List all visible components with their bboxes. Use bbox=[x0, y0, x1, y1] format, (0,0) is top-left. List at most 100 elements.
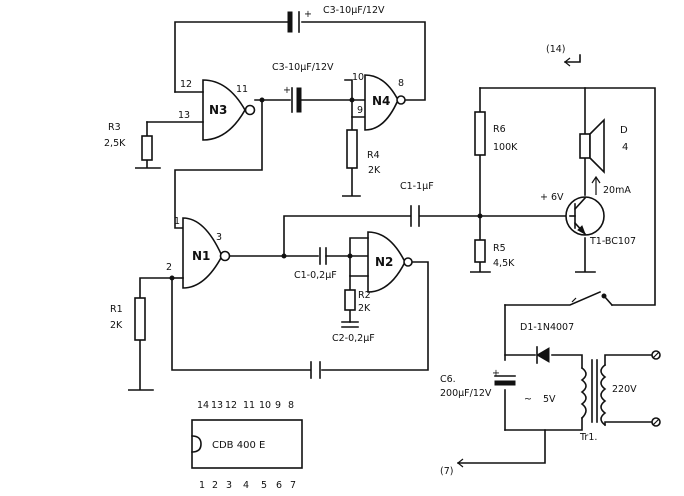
gate-n2: N2 bbox=[367, 231, 413, 293]
n4-pin-out: 8 bbox=[398, 78, 404, 89]
chip-pin-10: 10 bbox=[259, 400, 271, 411]
r5-value: 4,5K bbox=[493, 258, 515, 269]
wire-mains: 220V bbox=[604, 350, 661, 427]
current-arrow: 20mA bbox=[591, 175, 631, 196]
pin14-label: (14) bbox=[546, 44, 566, 55]
resistor-r4: R4 2K bbox=[346, 129, 381, 176]
r4-value: 2K bbox=[368, 165, 381, 176]
speaker-name: D bbox=[620, 125, 628, 136]
wire-psu: (7) bbox=[440, 304, 583, 477]
transistor-t1: + 6V T1-BC107 bbox=[540, 192, 636, 247]
resistor-r5: R5 4,5K bbox=[474, 239, 515, 269]
c3-mid-label: C3-10µF/12V bbox=[272, 62, 334, 73]
n3-pin-a: 12 bbox=[180, 79, 192, 90]
chip-cdb400e: CDB 400 E 14 13 12 11 10 9 8 1 2 3 4 5 6… bbox=[191, 400, 303, 491]
chip-pin-7: 7 bbox=[290, 480, 296, 491]
capacitor-c-bottom bbox=[310, 361, 321, 379]
r6-name: R6 bbox=[493, 124, 506, 135]
chip-pin-8: 8 bbox=[288, 400, 294, 411]
wire-top-feedback bbox=[174, 21, 426, 101]
c6-value: 200µF/12V bbox=[440, 388, 492, 399]
chip-pin-12: 12 bbox=[225, 400, 237, 411]
transformer-tr1: Tr1. bbox=[579, 359, 607, 443]
chip-pin-9: 9 bbox=[275, 400, 281, 411]
n4-pin-a: 10 bbox=[352, 72, 364, 83]
n4-pin-b: 9 bbox=[357, 105, 363, 116]
r2-value: 2K bbox=[358, 303, 371, 314]
r5-name: R5 bbox=[493, 243, 506, 254]
resistor-r3: R3 2,5K bbox=[104, 122, 153, 161]
r1-name: R1 bbox=[110, 304, 123, 315]
n2-label: N2 bbox=[375, 255, 393, 269]
n1-pin-out: 3 bbox=[216, 232, 222, 243]
current-label: 20mA bbox=[603, 185, 631, 196]
chip-pin-2: 2 bbox=[212, 480, 218, 491]
c3-top-label: C3-10µF/12V bbox=[323, 5, 385, 16]
r4-name: R4 bbox=[367, 150, 380, 161]
n1-pin-b: 2 bbox=[166, 262, 172, 273]
capacitor-c3-top: + C3-10µF/12V bbox=[287, 5, 385, 33]
c6-plus: + bbox=[492, 368, 500, 379]
resistor-r1: R1 2K bbox=[110, 297, 146, 341]
wire-n1-output bbox=[229, 215, 481, 259]
gate-n1: N1 1 2 3 bbox=[166, 216, 231, 289]
chip-pin-5: 5 bbox=[261, 480, 267, 491]
gate-n4: N4 10 9 8 bbox=[352, 72, 406, 131]
transistor-label: T1-BC107 bbox=[589, 236, 636, 247]
transformer-label: Tr1. bbox=[579, 432, 597, 443]
gate-n3: N3 12 13 11 bbox=[178, 79, 256, 141]
tilde-symbol: ~ bbox=[524, 394, 532, 405]
switch bbox=[504, 290, 614, 307]
r2-name: R2 bbox=[358, 290, 371, 301]
chip-name: CDB 400 E bbox=[212, 440, 265, 451]
plus6v-label: + 6V bbox=[540, 192, 564, 203]
n1-label: N1 bbox=[192, 249, 210, 263]
pin14-arrow: (14) bbox=[546, 44, 581, 67]
r3-value: 2,5K bbox=[104, 138, 126, 149]
chip-pin-1: 1 bbox=[199, 480, 205, 491]
r3-name: R3 bbox=[108, 122, 121, 133]
capacitor-c1: C1-1µF bbox=[400, 181, 434, 227]
chip-pin-14: 14 bbox=[197, 400, 209, 411]
chip-pin-13: 13 bbox=[211, 400, 223, 411]
n3-label: N3 bbox=[209, 103, 227, 117]
chip-pin-11: 11 bbox=[243, 400, 255, 411]
r6-value: 100K bbox=[493, 142, 518, 153]
diode-label: D1-1N4007 bbox=[520, 322, 574, 333]
capacitor-c1-small: C1-0,2µF bbox=[294, 247, 337, 281]
c3-top-plus: + bbox=[304, 9, 312, 20]
r1-value: 2K bbox=[110, 320, 123, 331]
dc-voltage-label: 5V bbox=[543, 394, 556, 405]
ac-voltage-label: 220V bbox=[612, 384, 637, 395]
chip-pin-3: 3 bbox=[226, 480, 232, 491]
capacitor-c3-mid: + C3-10µF/12V bbox=[272, 62, 334, 113]
chip-top-pins: 14 13 12 11 10 9 8 bbox=[197, 400, 294, 411]
resistor-r2: R2 2K bbox=[344, 289, 371, 314]
diode-d1: D1-1N4007 bbox=[520, 322, 574, 364]
wire-c3-to-n4 bbox=[300, 79, 366, 197]
chip-bottom-pins: 1 2 3 4 5 6 7 bbox=[199, 480, 296, 491]
resistor-r6: R6 100K bbox=[474, 111, 518, 156]
c2-label: C2-0,2µF bbox=[332, 333, 375, 344]
capacitor-c6: + C6. 200µF/12V bbox=[440, 368, 516, 399]
wire-supply-rail bbox=[470, 87, 656, 306]
c3-mid-plus: + bbox=[283, 85, 291, 96]
c6-name: C6. bbox=[440, 374, 456, 385]
pin7-label: (7) bbox=[440, 466, 453, 477]
n3-pin-b: 13 bbox=[178, 110, 190, 121]
wire-n2-inputs bbox=[347, 237, 369, 323]
c1-label: C1-1µF bbox=[400, 181, 434, 192]
speaker-value: 4 bbox=[622, 142, 628, 153]
wire-n1-input2 bbox=[128, 261, 429, 391]
chip-pin-4: 4 bbox=[243, 480, 249, 491]
n3-pin-out: 11 bbox=[236, 84, 248, 95]
c1-small-label: C1-0,2µF bbox=[294, 270, 337, 281]
capacitor-c2: C2-0,2µF bbox=[332, 321, 375, 344]
wire-n3-inputs bbox=[135, 91, 204, 169]
n4-label: N4 bbox=[372, 94, 390, 108]
speaker-icon: D 4 bbox=[579, 118, 628, 174]
chip-pin-6: 6 bbox=[276, 480, 282, 491]
n1-pin-a: 1 bbox=[174, 216, 180, 227]
